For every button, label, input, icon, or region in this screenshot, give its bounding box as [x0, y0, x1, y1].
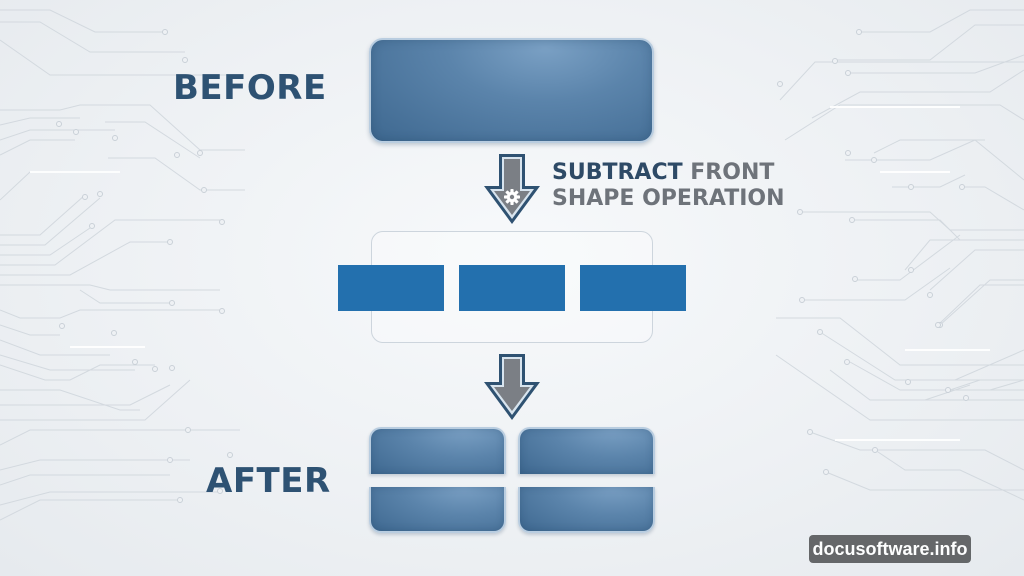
- after-piece-top-right: [518, 427, 655, 474]
- down-arrow-gear-icon: [484, 154, 540, 224]
- after-piece-bottom-right: [518, 487, 655, 533]
- operation-label: SUBTRACT FRONT SHAPE OPERATION: [552, 160, 785, 212]
- before-label: BEFORE: [173, 68, 327, 108]
- cutter-shape-3: [580, 265, 686, 311]
- after-label: AFTER: [206, 461, 331, 501]
- before-shape: [369, 38, 654, 143]
- after-piece-bottom-left: [369, 487, 506, 533]
- watermark-badge: docusoftware.info: [809, 535, 971, 563]
- down-arrow-icon: [484, 354, 540, 420]
- operation-strong-text: SUBTRACT: [552, 160, 683, 185]
- cutter-shape-1: [338, 265, 444, 311]
- operation-second-line: SHAPE OPERATION: [552, 186, 785, 211]
- gear-icon: [504, 189, 520, 205]
- operation-light-text: FRONT: [682, 160, 775, 185]
- after-piece-top-left: [369, 427, 506, 474]
- cutter-shape-2: [459, 265, 565, 311]
